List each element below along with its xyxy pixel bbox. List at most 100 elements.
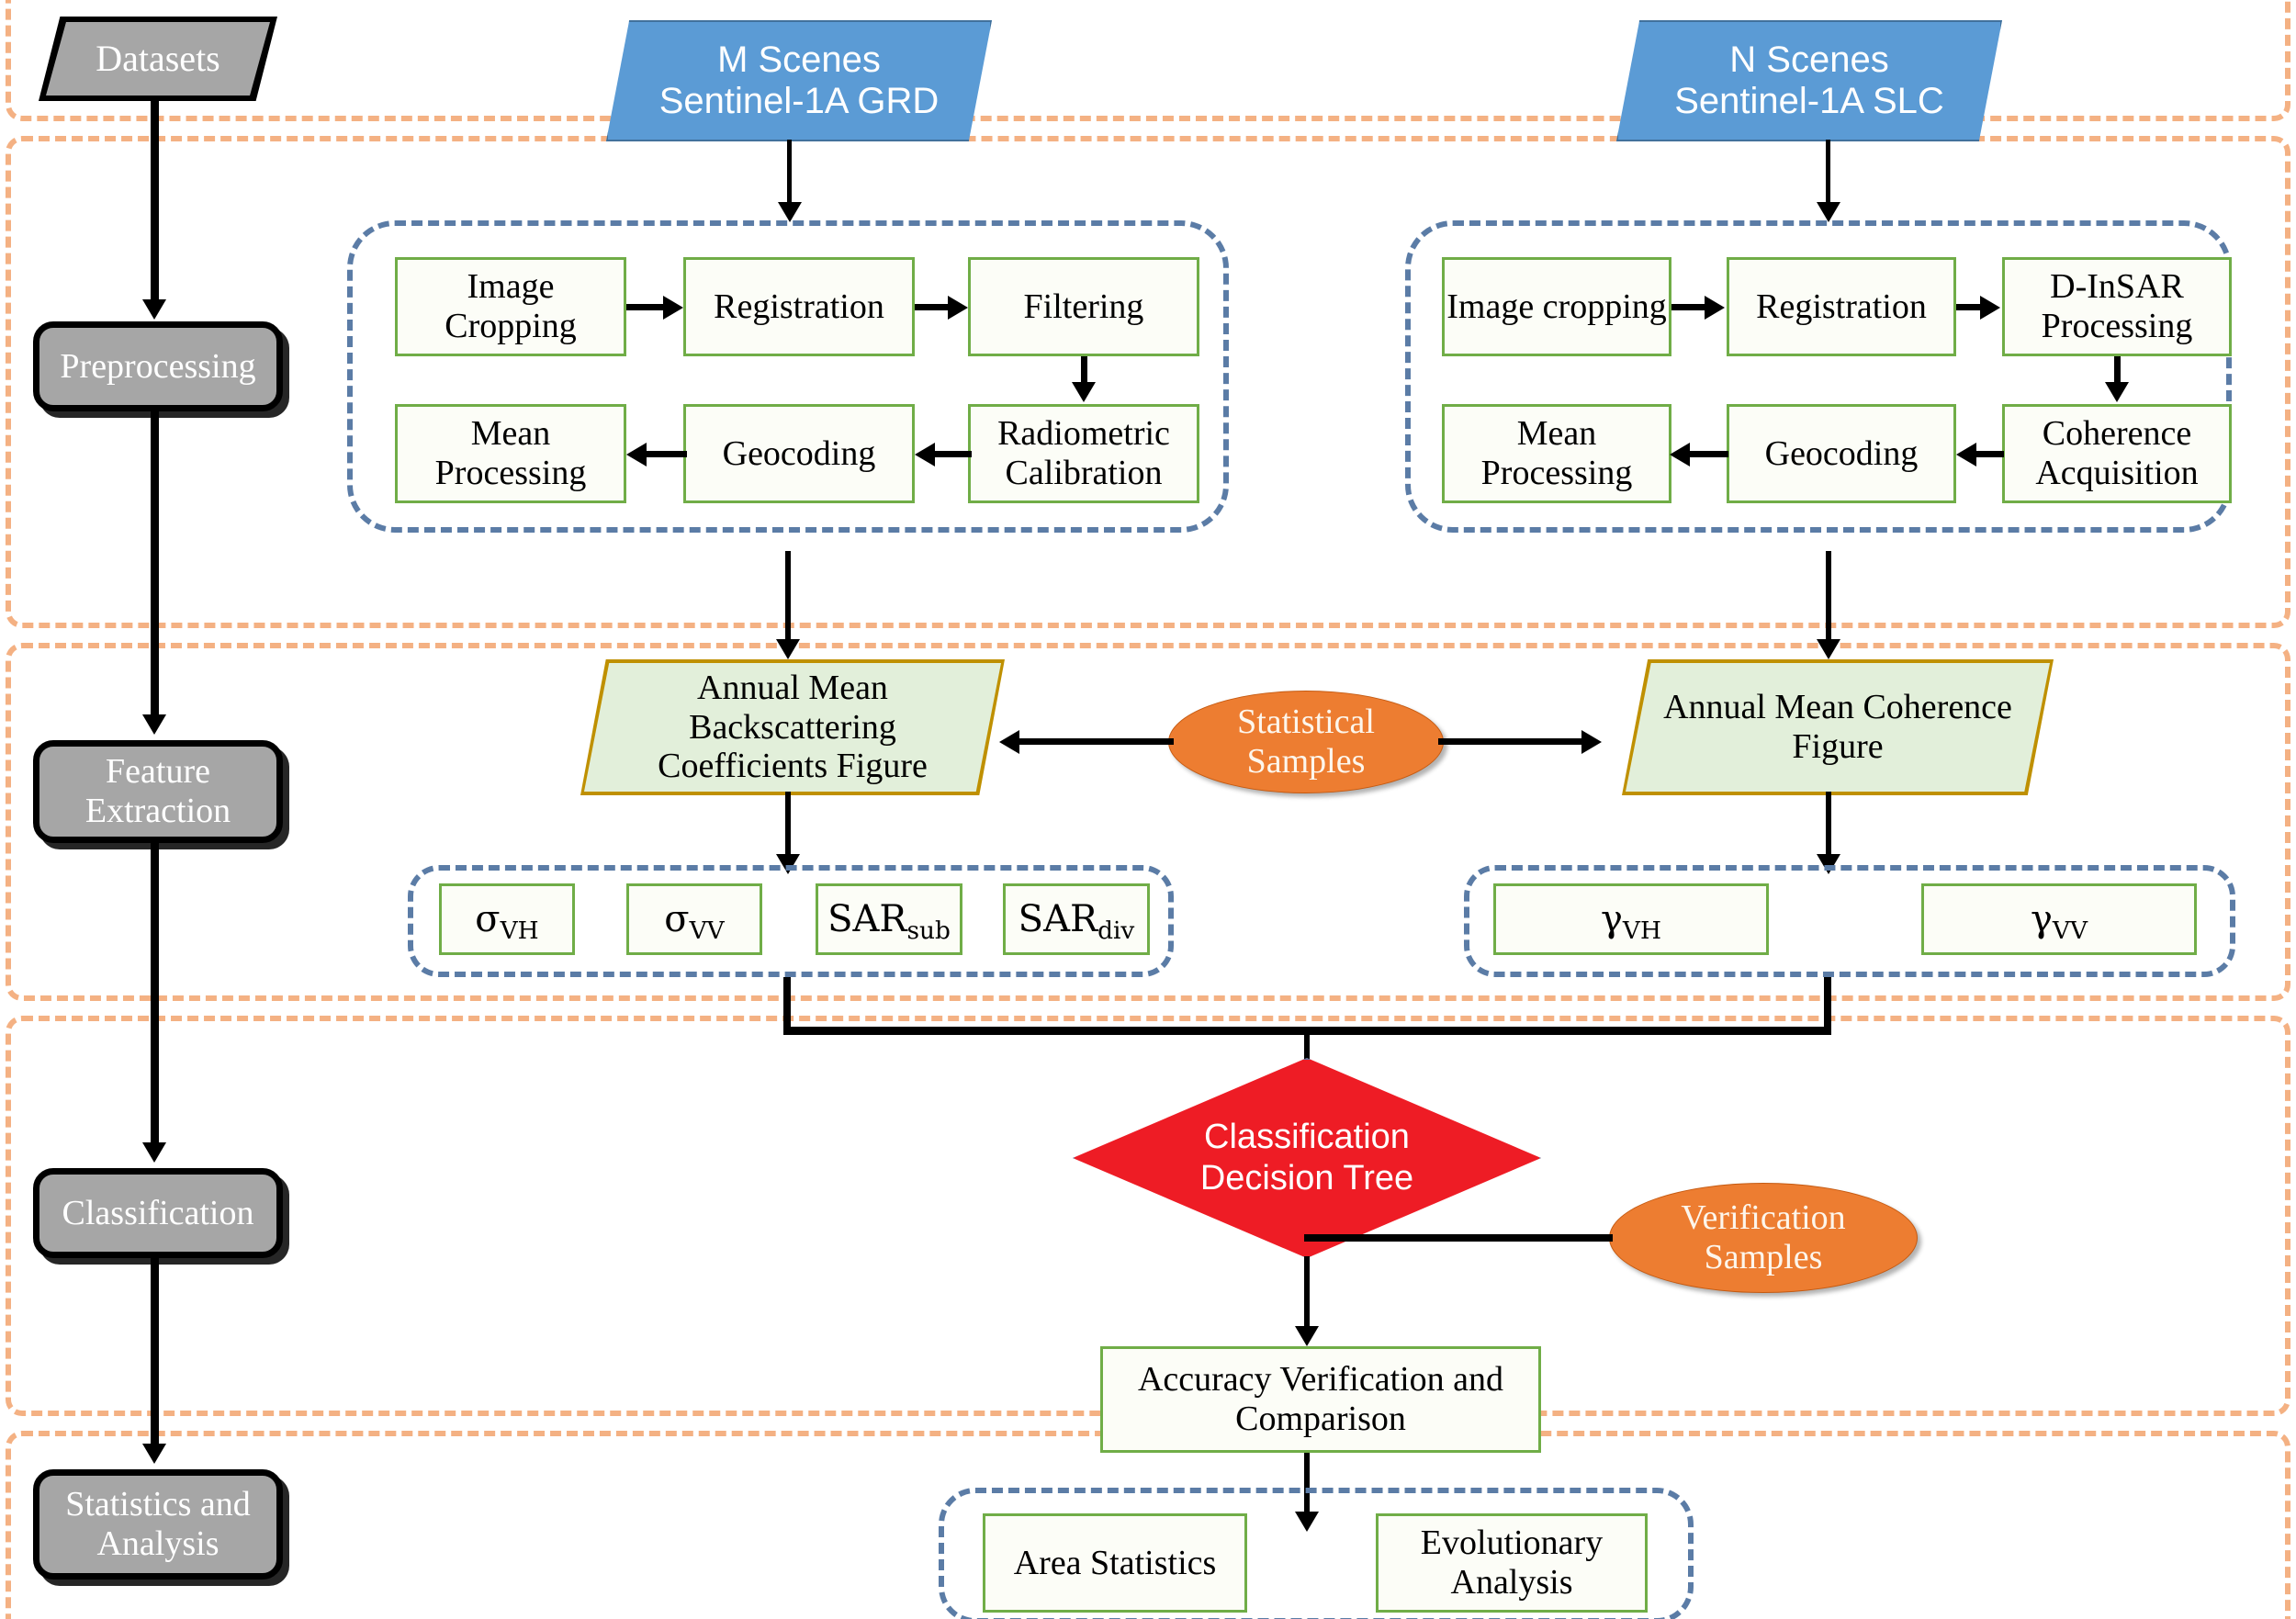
connector-grd-crop-to-reg (626, 304, 665, 310)
statistical-samples-ellipse[interactable]: Statistical Samples (1168, 691, 1444, 793)
arrowhead-slc-coherence-to-geo (1956, 443, 1976, 467)
connector-slc-reg-to-dinsar (1956, 304, 1982, 310)
arrowhead-grd-radio-to-geo (915, 443, 935, 467)
source-grd-line2: Sentinel-1A GRD (658, 81, 940, 121)
grd-mean-processing[interactable]: Mean Processing (395, 404, 626, 503)
arrowhead-grd-to-preprocessing (778, 202, 802, 222)
connector-slc-geo-to-mean (1690, 451, 1728, 457)
statistical-samples-line1: Statistical (1237, 703, 1375, 742)
feature-sar-sub-label: SARsub (827, 897, 951, 945)
connector-backscattering-to-features (785, 792, 791, 858)
statistical-samples-line2: Samples (1246, 742, 1366, 781)
feature-sigma-vh-label: σVH (475, 897, 539, 945)
arrowhead-slc-group-to-figure (1817, 639, 1840, 659)
stage-preprocessing[interactable]: Preprocessing (33, 321, 283, 411)
connector-grd-group-to-figure (785, 551, 791, 643)
arrowhead-slc-geo-to-mean (1670, 443, 1690, 467)
arrowhead-datasets-to-preprocessing (142, 299, 166, 320)
slc-coherence-acquisition[interactable]: Coherence Acquisition (2002, 404, 2232, 503)
feature-gamma-vv-label: γVV (2030, 897, 2088, 945)
connector-slc-to-preprocessing (1826, 140, 1830, 206)
connector-grd-radio-to-geo (935, 451, 972, 457)
connector-verification-join (1304, 1234, 1613, 1242)
arrowhead-samples-to-coherence (1581, 730, 1602, 754)
feature-sigma-vv[interactable]: σVV (626, 883, 762, 955)
arrowhead-decision-to-accuracy (1295, 1326, 1319, 1346)
grd-registration[interactable]: Registration (683, 257, 915, 356)
arrowhead-slc-reg-to-dinsar (1980, 296, 2000, 320)
arrowhead-preprocessing-to-feature (142, 714, 166, 735)
connector-decision-to-accuracy (1304, 1256, 1310, 1332)
stage-datasets[interactable]: Datasets (46, 22, 270, 96)
arrowhead-coherence-to-features (1817, 854, 1840, 874)
connector-slc-coherence-to-geo (1976, 451, 2004, 457)
grd-image-cropping[interactable]: Image Cropping (395, 257, 626, 356)
verification-samples-line1: Verification (1681, 1198, 1846, 1238)
feature-gamma-vv[interactable]: γVV (1921, 883, 2197, 955)
connector-accuracy-to-statistics (1304, 1453, 1310, 1515)
connector-slc-crop-to-reg (1671, 304, 1706, 310)
arrowhead-classification-to-statistics (142, 1444, 166, 1464)
slc-registration[interactable]: Registration (1727, 257, 1956, 356)
arrowhead-grd-filter-to-radio (1072, 382, 1096, 402)
band-preprocessing (6, 136, 2290, 628)
arrowhead-grd-geo-to-mean (626, 443, 647, 467)
grd-geocoding[interactable]: Geocoding (683, 404, 915, 503)
feature-sar-sub[interactable]: SARsub (816, 883, 962, 955)
feature-sigma-vh[interactable]: σVH (439, 883, 575, 955)
arrowhead-grd-crop-to-reg (663, 296, 683, 320)
stage-classification[interactable]: Classification (33, 1168, 283, 1258)
arrowhead-backscattering-to-features (776, 854, 800, 874)
connector-samples-to-backscattering (1019, 738, 1174, 745)
connector-slc-dinsar-to-coherence (2114, 356, 2121, 384)
connector-classification-to-statistics (151, 1258, 159, 1445)
connector-grd-reg-to-filter (915, 304, 950, 310)
arrowhead-grd-group-to-figure (776, 639, 800, 659)
slc-geocoding[interactable]: Geocoding (1727, 404, 1956, 503)
evolutionary-analysis-box[interactable]: Evolutionary Analysis (1376, 1513, 1648, 1613)
source-slc-line1: N Scenes (1729, 39, 1889, 81)
connector-samples-to-coherence (1438, 738, 1583, 745)
arrowhead-samples-to-backscattering (999, 730, 1019, 754)
connector-coherence-to-features (1826, 792, 1831, 858)
annual-mean-backscattering-figure[interactable]: Annual Mean Backscattering Coefficients … (584, 663, 1001, 792)
stage-feature-extraction[interactable]: Feature Extraction (33, 740, 283, 843)
stage-statistics-analysis[interactable]: Statistics and Analysis (33, 1469, 283, 1580)
feature-sar-div-label: SARdiv (1018, 897, 1135, 945)
source-slc-line2: Sentinel-1A SLC (1674, 81, 1944, 121)
annual-mean-coherence-figure[interactable]: Annual Mean Coherence Figure (1626, 663, 2050, 792)
connector-preprocessing-to-feature (151, 411, 159, 714)
verification-samples-ellipse[interactable]: Verification Samples (1609, 1183, 1918, 1293)
slc-mean-processing[interactable]: Mean Processing (1442, 404, 1671, 503)
connector-slc-group-to-figure (1826, 551, 1831, 643)
slc-dinsar-processing[interactable]: D-InSAR Processing (2002, 257, 2232, 356)
grd-filtering[interactable]: Filtering (968, 257, 1199, 356)
connector-grd-filter-to-radio (1081, 356, 1087, 384)
arrowhead-slc-crop-to-reg (1705, 296, 1725, 320)
slc-image-cropping[interactable]: Image cropping (1442, 257, 1671, 356)
arrowhead-grd-reg-to-filter (948, 296, 968, 320)
feature-sar-div[interactable]: SARdiv (1003, 883, 1150, 955)
arrowhead-slc-dinsar-to-coherence (2105, 382, 2129, 402)
feature-gamma-vh[interactable]: γVH (1493, 883, 1769, 955)
arrowhead-slc-to-preprocessing (1817, 202, 1840, 222)
source-grd[interactable]: M Scenes Sentinel-1A GRD (606, 20, 992, 141)
arrowhead-accuracy-to-statistics (1295, 1512, 1319, 1532)
feature-gamma-vh-label: γVH (1601, 897, 1661, 945)
accuracy-verification-box[interactable]: Accuracy Verification and Comparison (1100, 1346, 1541, 1453)
connector-grd-to-preprocessing (787, 140, 792, 206)
source-slc[interactable]: N Scenes Sentinel-1A SLC (1616, 20, 2002, 141)
verification-samples-line2: Samples (1704, 1238, 1823, 1276)
connector-datasets-to-preprocessing (151, 96, 159, 301)
arrowhead-feature-to-classification (142, 1142, 166, 1163)
connector-left-features-down (783, 977, 791, 1034)
connector-feature-to-classification (151, 843, 159, 1144)
feature-sigma-vv-label: σVV (664, 897, 725, 945)
source-grd-line1: M Scenes (717, 39, 881, 81)
area-statistics-box[interactable]: Area Statistics (983, 1513, 1247, 1613)
connector-grd-geo-to-mean (647, 451, 687, 457)
grd-radiometric-calibration[interactable]: Radiometric Calibration (968, 404, 1199, 503)
